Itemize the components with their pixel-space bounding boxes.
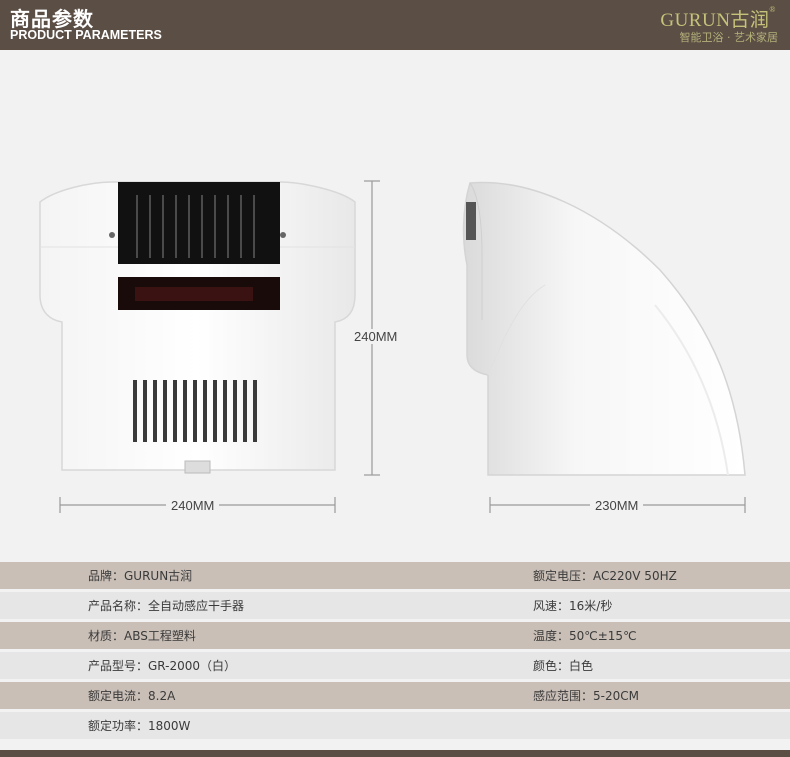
brand-slogan: 智能卫浴 · 艺术家居 [679,31,779,44]
spec-color: 颜色：白色 [533,659,594,673]
spec-row: 产品型号：GR-2000（白） 颜色：白色 [0,652,790,679]
height-dimension-line [364,180,380,476]
spec-current: 额定电流：8.2A [88,689,176,703]
spec-row: 额定功率：1800W [0,712,790,739]
product-illustration [39,180,746,513]
spec-sensor-range: 感应范围：5-20CM [533,689,639,703]
spec-material: 材质：ABS工程塑料 [88,629,196,643]
spec-row: 产品名称：全自动感应干手器 风速：16米/秒 [0,592,790,619]
section-subtitle: PRODUCT PARAMETERS [10,28,162,42]
height-label: 240MM [352,329,400,344]
spec-row: 额定电流：8.2A 感应范围：5-20CM [0,682,790,709]
spec-model: 产品型号：GR-2000（白） [88,659,237,673]
spec-brand: 品牌：GURUN古润 [88,569,193,583]
side-view [462,181,746,476]
spec-wind-speed: 风速：16米/秒 [533,599,613,613]
spec-table: 品牌：GURUN古润 额定电压：AC220V 50HZ 产品名称：全自动感应干手… [0,562,790,742]
front-view [39,181,356,474]
depth-label: 230MM [590,498,644,513]
brand-logo: GURUN古润® [660,5,776,31]
width-label: 240MM [166,498,220,513]
spec-temperature: 温度：50℃±15℃ [533,629,637,643]
spec-power: 额定功率：1800W [88,719,191,733]
spec-product-name: 产品名称：全自动感应干手器 [88,599,245,613]
header-bar: 商品参数 PRODUCT PARAMETERS GURUN古润® 智能卫浴 · … [0,0,790,50]
spec-voltage: 额定电压：AC220V 50HZ [533,569,677,583]
spec-row: 材质：ABS工程塑料 温度：50℃±15℃ [0,622,790,649]
spec-row: 品牌：GURUN古润 额定电压：AC220V 50HZ [0,562,790,589]
section-title: 商品参数 [10,7,94,31]
bottom-divider [0,750,790,757]
